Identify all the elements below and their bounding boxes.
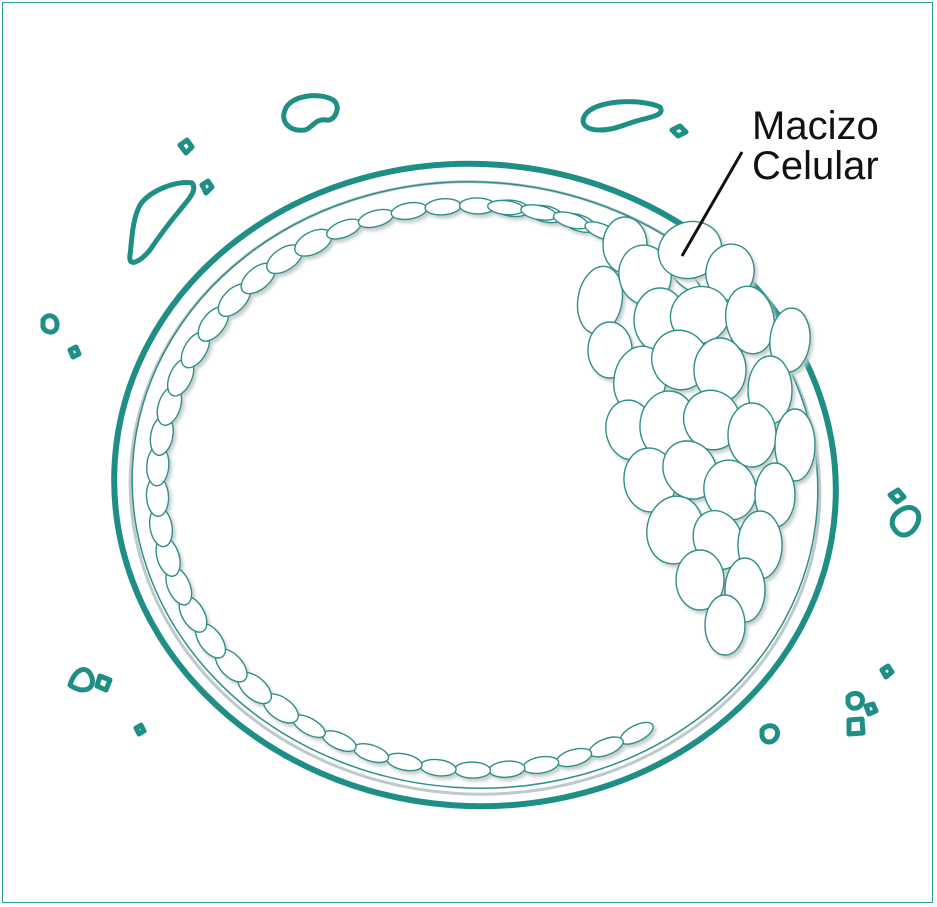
debris-fragment — [882, 666, 892, 677]
debris-fragment — [762, 726, 777, 742]
trophoblast-cell — [488, 760, 525, 779]
inner-mass-cell — [705, 595, 745, 655]
trophoblast-cell — [419, 758, 457, 778]
debris-fragment — [892, 507, 919, 535]
debris-fragment — [284, 96, 337, 131]
trophoblast-cell — [425, 197, 462, 216]
debris-fragment — [70, 347, 79, 357]
debris-fragment — [849, 719, 863, 734]
trophoblast-cell — [587, 733, 626, 761]
trophoblast-cell — [352, 740, 391, 766]
debris-fragment — [180, 140, 192, 153]
debris-fragment — [130, 182, 194, 262]
trophoblast-cell — [522, 754, 560, 776]
debris-fragment — [136, 725, 144, 734]
trophoblast-cell — [356, 206, 395, 231]
debris-fragment — [848, 693, 863, 708]
debris-fragment — [583, 102, 661, 130]
debris-fragment — [97, 676, 110, 690]
trophoblast-cell — [390, 200, 428, 222]
debris-fragment — [202, 181, 212, 193]
debris-fragment — [866, 704, 876, 714]
label-line-2: Celular — [752, 144, 879, 188]
debris-fragment — [890, 490, 904, 502]
trophoblast-cell — [324, 215, 363, 243]
debris-fragment — [672, 126, 686, 136]
trophoblast-cell — [454, 762, 490, 779]
inner-mass-cell — [728, 403, 776, 467]
trophoblast-cell — [555, 745, 594, 770]
label-line-1: Macizo — [752, 104, 879, 148]
trophoblast-cell — [520, 202, 558, 223]
debris-fragment — [43, 316, 57, 332]
trophoblast-cell — [385, 750, 424, 773]
debris-fragment — [70, 670, 92, 690]
